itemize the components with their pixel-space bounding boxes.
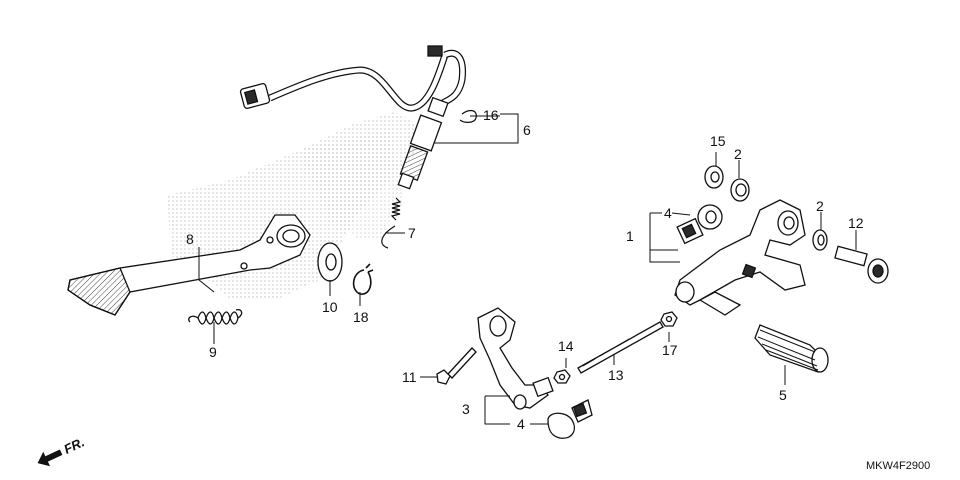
snap-ring-part	[352, 263, 374, 295]
callout-13: 13	[608, 367, 624, 383]
washer-15-part	[704, 165, 724, 189]
callout-14: 14	[558, 338, 574, 354]
pivot-bolt-upper-part	[676, 204, 723, 245]
callout-8: 8	[186, 231, 194, 247]
front-direction-label: FR.	[61, 434, 86, 456]
callout-2-left: 2	[734, 146, 742, 162]
callout-10: 10	[322, 299, 338, 315]
callout-15: 15	[710, 133, 726, 149]
nut-17-part	[660, 311, 678, 327]
callout-4-lower: 4	[517, 416, 525, 432]
pivot-bolt-lower-part	[547, 399, 593, 439]
bushing-2b-part	[812, 229, 828, 251]
callout-1: 1	[626, 228, 634, 244]
nut-14-part	[553, 369, 571, 384]
return-spring-part	[188, 308, 243, 325]
diagram-code: MKW4F2900	[866, 460, 930, 472]
shift-rod-part	[577, 321, 664, 374]
callout-18: 18	[353, 309, 369, 325]
callout-11: 11	[402, 369, 417, 385]
bolt-11-part	[436, 347, 477, 385]
pivot-bolt-12-part	[834, 245, 889, 284]
shift-arm-part	[477, 307, 554, 410]
callout-4-upper: 4	[664, 205, 672, 221]
callout-16: 16	[483, 107, 499, 123]
brake-pedal-part	[67, 214, 311, 316]
callout-5: 5	[779, 387, 787, 403]
small-spring-part	[381, 197, 402, 249]
front-direction-arrow-icon: FR.	[37, 434, 87, 467]
callout-6: 6	[523, 122, 531, 138]
callout-3: 3	[462, 401, 470, 417]
callout-7: 7	[408, 225, 416, 241]
washer-part	[317, 242, 343, 282]
callout-12: 12	[848, 215, 864, 231]
step-bracket-part	[674, 199, 806, 316]
sensor-cable-part	[239, 45, 467, 190]
bushing-2a-part	[730, 178, 750, 202]
leader-lines	[198, 113, 857, 425]
clip-part	[459, 109, 477, 123]
callout-9: 9	[209, 344, 217, 360]
callout-2-right: 2	[816, 198, 824, 214]
rubber-step-part	[754, 324, 829, 373]
callout-17: 17	[662, 342, 678, 358]
